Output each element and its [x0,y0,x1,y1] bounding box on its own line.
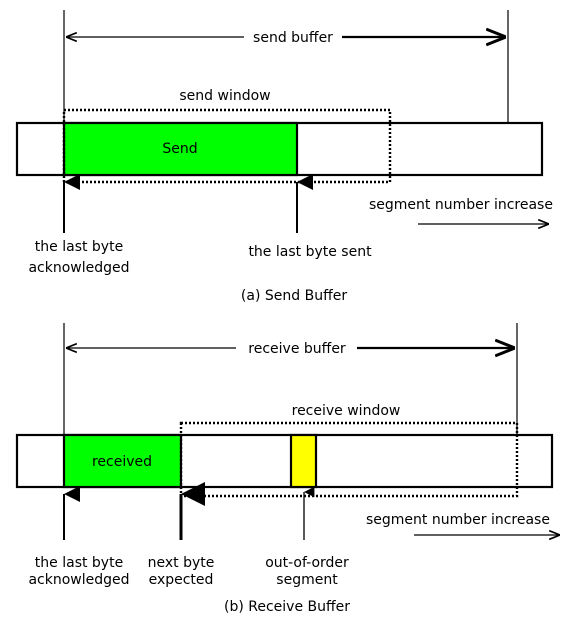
send-buffer-section: send buffer send window Send segment num… [15,10,553,304]
receive-window-outline [179,421,519,498]
received-region [62,433,183,489]
received-region-label: received [92,454,152,470]
send-buffer-label: send buffer [253,30,333,46]
sent-region [62,121,299,177]
send-window-label: send window [179,88,270,104]
send-last-byte-acked-line1: the last byte [35,239,123,255]
next-byte-line1: next byte [148,555,215,571]
send-caption: (a) Send Buffer [241,288,347,304]
send-last-byte-acked-line2: acknowledged [28,260,129,276]
next-byte-line2: expected [149,572,214,588]
receive-buffer-label: receive buffer [248,341,346,357]
receive-last-byte-acked-line2: acknowledged [28,572,129,588]
send-segment-increase-label: segment number increase [369,197,553,213]
out-of-order-segment-block [289,433,318,489]
receive-window-label: receive window [292,403,401,419]
receive-segment-increase-label: segment number increase [366,512,550,528]
out-of-order-line2: segment [276,572,338,588]
sent-region-label: Send [162,141,197,157]
receive-caption: (b) Receive Buffer [224,599,350,615]
receive-last-byte-acked-line1: the last byte [35,555,123,571]
out-of-order-line1: out-of-order [265,555,349,571]
send-window-outline [62,108,392,184]
receive-buffer-section: receive buffer receive window received s… [15,323,560,615]
last-byte-sent-label: the last byte sent [248,244,372,260]
